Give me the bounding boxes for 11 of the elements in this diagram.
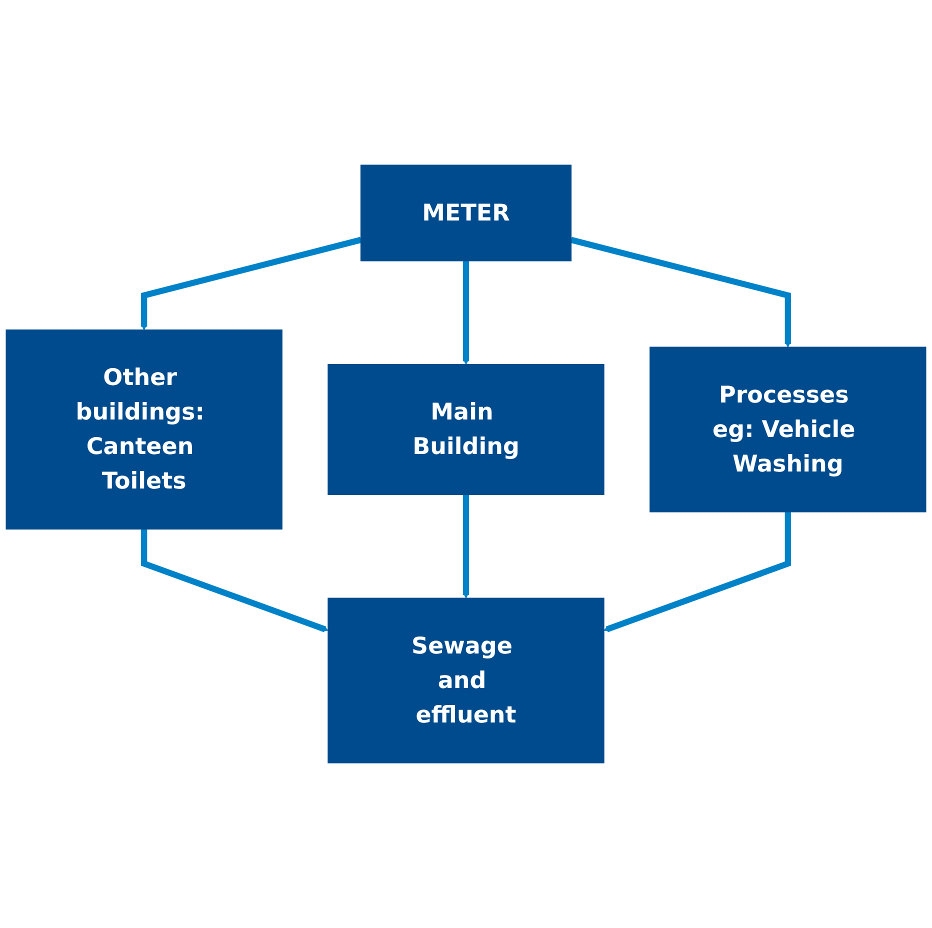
node-box: METER [360, 164, 572, 262]
arrow [140, 236, 362, 330]
arrow [141, 529, 328, 632]
node-box: Processes eg: Vehicle Washing [650, 346, 926, 512]
arrow [570, 236, 792, 348]
arrow [462, 494, 470, 598]
node-box: Main Building [328, 364, 604, 496]
node-box: Other buildings: Canteen Toilets [6, 329, 282, 530]
arrow [604, 512, 791, 632]
node-box: Sewage and effluent [328, 598, 604, 764]
arrow [462, 260, 470, 365]
